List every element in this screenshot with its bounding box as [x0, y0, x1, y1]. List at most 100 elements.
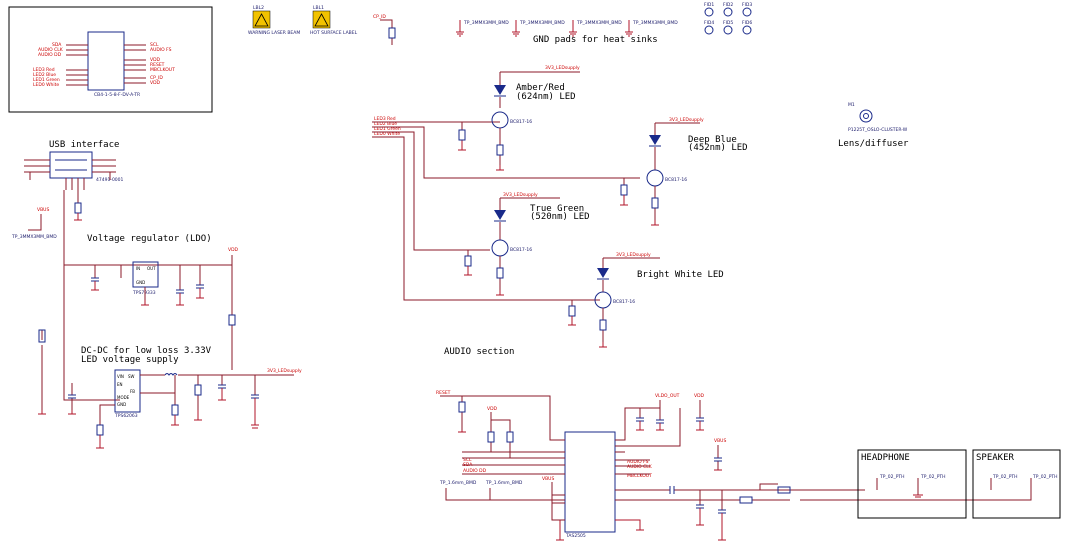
net-led0: LED0 White — [33, 82, 59, 88]
blue-led-1: Deep Blue — [688, 135, 737, 145]
ldo-regulator: Voltage regulator (LDO) VDD IN OUT GND T… — [38, 190, 239, 401]
laser-warning-icon — [252, 10, 271, 29]
audio-reset: RESET — [436, 390, 451, 396]
audio-vldo-out: VLDO_OUT — [655, 393, 680, 399]
net-led2: LED2 Blue — [33, 72, 56, 78]
net-audio-fs-right: AUDIO FS — [150, 47, 172, 53]
audio-tp2: TP_1.6mm_BMD — [485, 480, 523, 486]
svg-text:GND: GND — [117, 402, 126, 407]
green-supply: 3V3_LEDsupply — [503, 192, 538, 198]
cp-id-net: CP_ID — [373, 14, 386, 20]
pad-label-4: TP_3MMX3MM_BMD — [632, 20, 678, 26]
net-audio-dd-left: AUDIO DD — [38, 52, 62, 58]
audio-clk-net: AUDIO CLK — [627, 464, 653, 470]
audio-codec-part: TAS2505 — [565, 533, 586, 539]
amber-led-2: (624nm) LED — [516, 92, 576, 102]
speaker-frame — [972, 449, 1061, 519]
audio-fs-net: AUDIO FS — [627, 459, 649, 465]
fid-label-6: FID6 — [742, 20, 752, 26]
led-drivers: LED3 Red LED2 Blue LED1 Green LED0 White… — [372, 65, 748, 348]
headphone-tp-1: TP_02_PTH — [879, 474, 905, 480]
dcdc-title-2: LED voltage supply — [81, 355, 179, 365]
connector-frame — [8, 6, 213, 113]
dcdc-part: TPS62063 — [114, 413, 138, 419]
audio-section: AUDIO section TAS2505 RESET VDD SCL SDA … — [436, 347, 978, 541]
amber-transistor-icon — [491, 111, 509, 129]
svg-text:EN: EN — [117, 382, 123, 387]
pad-label-3: TP_3MMX3MM_BMD — [576, 20, 622, 26]
green-tr-part: BC817-16 — [510, 247, 532, 253]
audio-codec-ic — [564, 431, 616, 533]
net-mbcl-right: MBCLKOUT — [150, 67, 175, 73]
audio-title: AUDIO section — [444, 347, 514, 357]
svg-text:IN: IN — [136, 266, 140, 271]
net-audio-clk-left: AUDIO CLK — [38, 47, 64, 53]
white-supply: 3V3_LEDsupply — [616, 252, 651, 258]
usb-title: USB interface — [49, 140, 119, 150]
fiducial-4 — [704, 25, 714, 35]
headphone-title: HEADPHONE — [861, 453, 910, 463]
audio-mbcl-net: MBCLKOUT — [627, 473, 652, 479]
fid-label-3: FID3 — [742, 2, 752, 8]
net-reset-right: RESET — [150, 62, 165, 68]
ldo-part: TPS79333 — [132, 290, 156, 296]
blue-transistor-icon — [646, 169, 664, 187]
speaker-title: SPEAKER — [976, 453, 1015, 463]
fiducial-2 — [723, 7, 733, 17]
net-sda-left: SDA — [52, 42, 62, 48]
blue-led-2: (452nm) LED — [688, 143, 748, 153]
audio-vdd-1: VDD — [487, 406, 498, 412]
amber-led-icon — [494, 85, 506, 95]
gnd-pads: TP_3MMX3MM_BMD TP_3MMX3MM_BMD TP_3MMX3MM… — [456, 20, 678, 45]
blue-tr-part: BC817-16 — [665, 177, 687, 183]
green-led-1: True Green — [530, 204, 584, 214]
net-led3: LED3 Red — [33, 67, 55, 73]
headphone-tp-2: TP_02_PTH — [920, 474, 946, 480]
lens-icon — [859, 109, 873, 123]
headphone-frame — [857, 449, 967, 519]
dcdc-title-1: DC-DC for low loss 3.33V — [81, 346, 212, 356]
fiducial-6 — [742, 25, 752, 35]
speaker-block: SPEAKER TP_02_PTH TP_02_PTH — [972, 449, 1061, 519]
amber-supply: 3V3_LEDsupply — [545, 65, 580, 71]
dcdc-out-net: 3V3_LEDsupply — [267, 368, 302, 374]
usb-interface: USB interface 47491-0001 VBUS TP_3MMX3MM… — [11, 140, 124, 240]
pad-label-2: TP_3MMX3MM_BMD — [519, 20, 565, 26]
connector-part: CB4-1-5-8-F-DV-A-TR — [94, 92, 140, 98]
hot-surface-icon — [312, 10, 331, 29]
white-tr-part: BC817-16 — [613, 299, 635, 305]
green-led-icon — [494, 210, 506, 220]
lens-part: P1225T_OSLO-CLUSTER-W — [848, 127, 908, 133]
headphone-block: HEADPHONE TP_02_PTH TP_02_PTH — [857, 449, 967, 519]
white-led-icon — [597, 268, 609, 278]
audio-scl: SCL — [463, 457, 472, 463]
led-net-white: LED0 White — [374, 131, 400, 137]
svg-text:SW: SW — [128, 374, 135, 379]
net-vdd-right-2: VDD — [150, 80, 161, 86]
audio-dd-net: AUDIO DD — [463, 468, 487, 474]
usb-part: 47491-0001 — [96, 177, 124, 183]
green-led-2: (520nm) LED — [530, 212, 590, 222]
ldo-vdd: VDD — [228, 247, 239, 253]
audio-vdd-2: VDD — [694, 393, 705, 399]
warning-labels: LBL2 LBL1 WARNING LASER BEAM HOT SURFACE… — [248, 5, 396, 45]
net-vdd-right: VDD — [150, 57, 161, 63]
led-net-blue: LED2 Blue — [374, 121, 397, 127]
connector-ic — [87, 31, 125, 91]
fiducial-3 — [742, 7, 752, 17]
usb-tp-label: TP_3MMX3MM_BMD — [11, 234, 57, 240]
lens-title: Lens/diffuser — [838, 139, 909, 149]
green-transistor-icon — [491, 239, 509, 257]
ldo-title: Voltage regulator (LDO) — [87, 234, 212, 244]
svg-text:OUT: OUT — [147, 266, 156, 271]
dcdc-converter: DC-DC for low loss 3.33V LED voltage sup… — [38, 346, 302, 449]
lens-ref: M1 — [848, 102, 855, 108]
svg-text:GND: GND — [136, 280, 145, 285]
lbl2-ref: LBL2 — [253, 5, 264, 11]
audio-tp1: TP_1.6mm_BMD — [439, 480, 477, 486]
speaker-tp-2: TP_02_PTH — [1032, 474, 1058, 480]
amber-led-1: Amber/Red — [516, 83, 565, 93]
lbl2-text: WARNING LASER BEAM — [248, 30, 300, 36]
fiducial-5 — [723, 25, 733, 35]
